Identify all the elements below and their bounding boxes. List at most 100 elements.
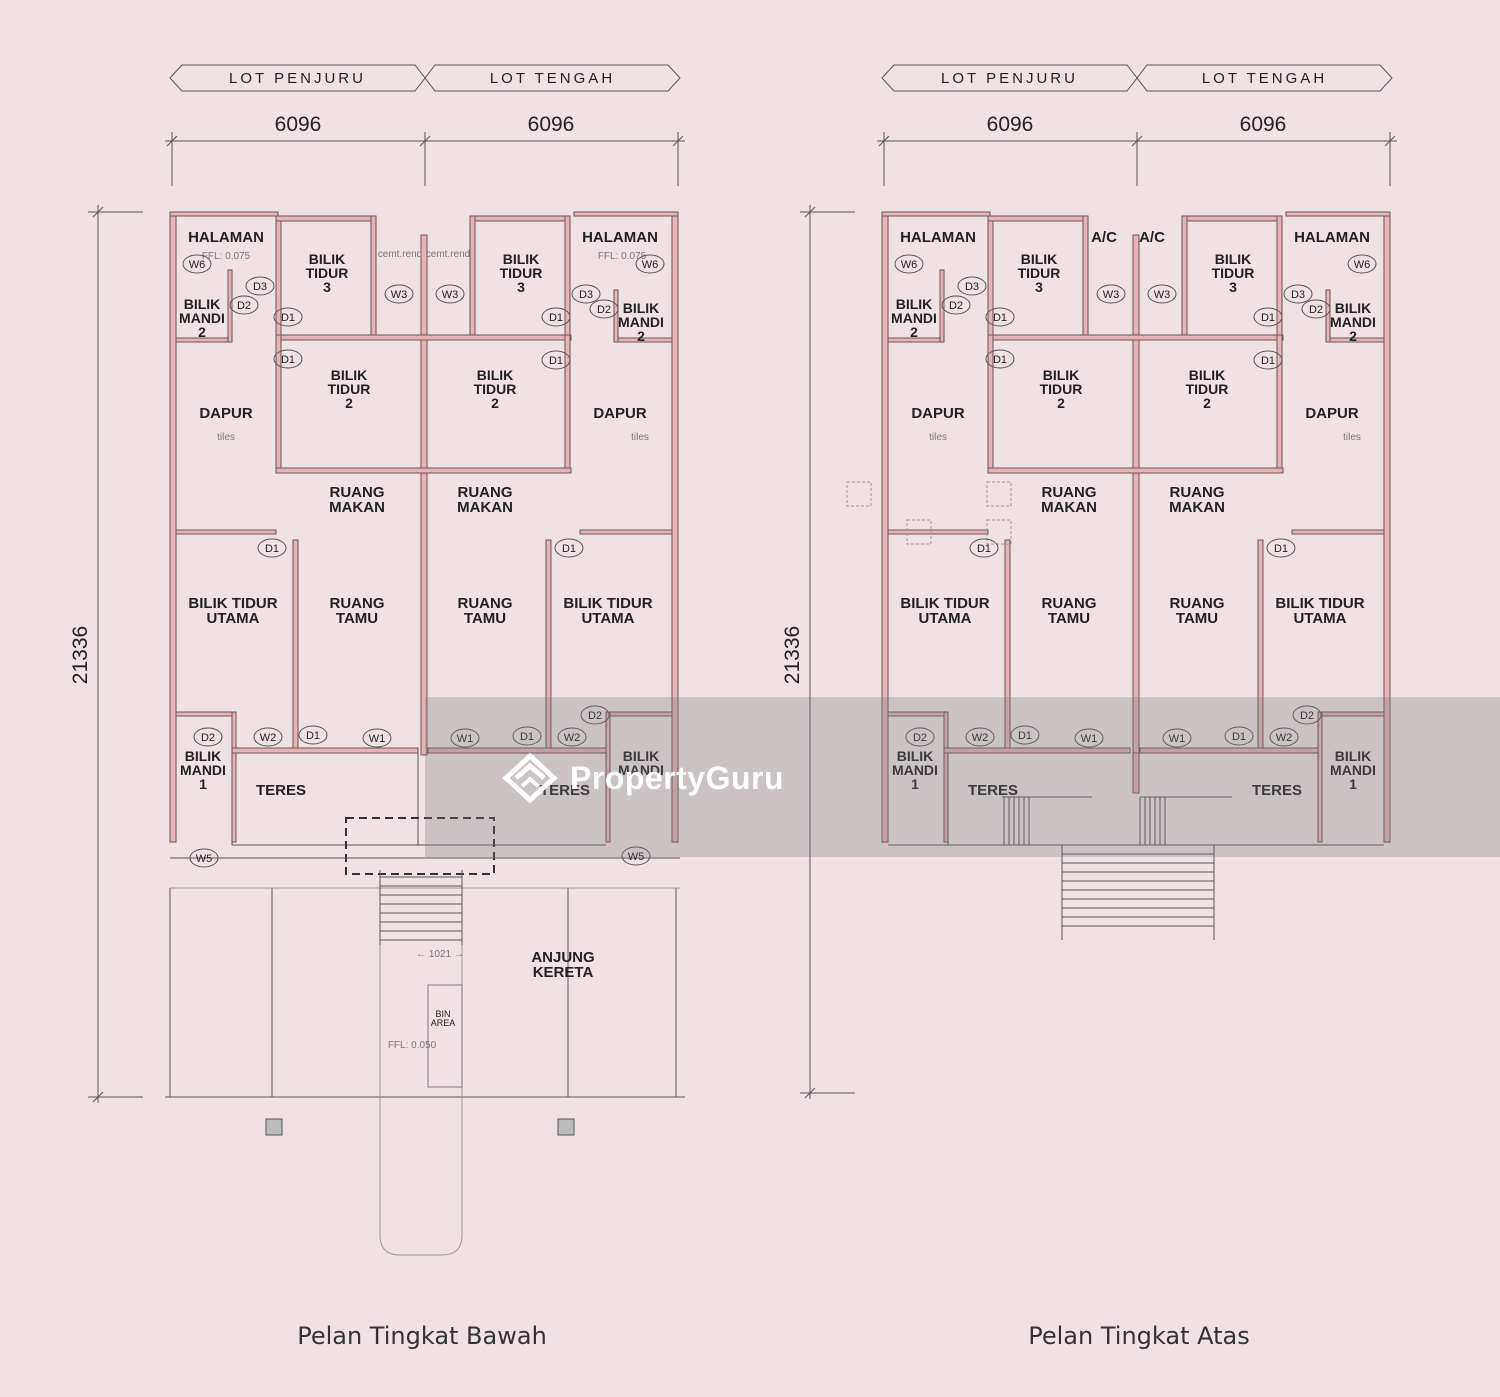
ground-tag-d1-bt3-r-outline xyxy=(541,307,571,327)
ground-wall-bm2r-left xyxy=(613,289,619,343)
upper-tag-d3-l-text: D3 xyxy=(965,281,979,293)
ground-tag-w6-l-text: W6 xyxy=(189,259,206,271)
upper-wall-front-right xyxy=(1139,747,1319,754)
upper-tag-d3-l: D3 xyxy=(957,276,987,296)
upper-tag-d1-tamu-l-text: D1 xyxy=(1018,730,1032,742)
ground-wall-bt3l-top xyxy=(275,215,377,222)
ground-tag-d1-tamu-l: D1 xyxy=(298,725,328,745)
ground-tag-w2-l-outline xyxy=(253,727,283,747)
upper-tag-w3-l-outline xyxy=(1096,284,1126,304)
ground-tag-d1-bt3-l-text: D1 xyxy=(281,312,295,324)
upper-tag-d2-bm2-r: D2 xyxy=(1301,299,1331,319)
ground-wall-bt2-bottom xyxy=(275,467,572,474)
ground-tag-w3-l: W3 xyxy=(384,284,414,304)
ground-tag-d1-utama-l-outline xyxy=(257,538,287,558)
ground-tag-w1-l: W1 xyxy=(362,728,392,748)
ground-wall-utama-l-right xyxy=(292,539,299,751)
upper-tag-w6-r-outline xyxy=(1347,254,1377,274)
ground-tag-w1-r-text: W1 xyxy=(457,733,474,745)
upper-tag-d3-r-outline xyxy=(1283,284,1313,304)
ground-wall-utama-r-top xyxy=(579,529,673,535)
ground-tag-w2-l: W2 xyxy=(253,727,283,747)
ground-tag-cemt-l: cemt.rend xyxy=(378,249,422,260)
upper-tag-w3-l-text: W3 xyxy=(1103,289,1120,301)
ground-room-teres-l: TERES xyxy=(256,782,306,799)
upper-tag-d2-bm2-l-outline xyxy=(941,295,971,315)
upper-tag-w6-l-outline xyxy=(894,254,924,274)
upper-wall-bm2r-left xyxy=(1325,289,1331,343)
upper-tag-w1-r: W1 xyxy=(1162,728,1192,748)
upper-tag-d1-bt3-r: D1 xyxy=(1253,307,1283,327)
upper-wall-bt2-bottom xyxy=(987,467,1284,474)
upper-room-ac-r: A/C xyxy=(1139,229,1165,246)
ground-tag-w5-l-text: W5 xyxy=(196,853,213,865)
upper-tag-d1-bt2-r: D1 xyxy=(1253,350,1283,370)
ground-tag-cemt-r: cemt.rend xyxy=(426,249,470,260)
ground-tag-d1-tamu-r: D1 xyxy=(512,726,542,746)
ground-width-right: 6096 xyxy=(528,113,575,136)
house-logo-icon xyxy=(502,752,558,804)
upper-width-right: 6096 xyxy=(1240,113,1287,136)
ground-tag-d2-bm2-l-text: D2 xyxy=(237,300,251,312)
upper-wall-party xyxy=(1132,234,1140,756)
upper-tag-d2-bm2-r-outline xyxy=(1301,299,1331,319)
ground-room-teres-r: TERES xyxy=(540,782,590,799)
ground-post-marker-right xyxy=(557,1118,575,1136)
upper-tag-w1-l-text: W1 xyxy=(1081,733,1098,745)
ground-tag-tiles-l: tiles xyxy=(217,432,235,443)
upper-tag-d1-utama-l: D1 xyxy=(969,538,999,558)
watermark-band xyxy=(425,697,1500,857)
ground-depth-slash-bottom xyxy=(92,1091,104,1103)
ground-tag-w6-l-outline xyxy=(182,254,212,274)
upper-lot-banner-right-arrow xyxy=(1136,64,1393,92)
ground-tag-d3-r: D3 xyxy=(571,284,601,304)
ground-wall-bt3r-left xyxy=(469,215,476,339)
upper-tag-d3-l-outline xyxy=(957,276,987,296)
upper-tag-d1-bt3-l-outline xyxy=(985,307,1015,327)
ground-wall-bt2-top xyxy=(275,334,572,341)
upper-wall-bt3l-right xyxy=(1082,215,1089,339)
ground-tag-w6-r-outline xyxy=(635,254,665,274)
upper-room-halaman-r: HALAMAN xyxy=(1294,229,1370,246)
upper-tag-d2-bm1-l-text: D2 xyxy=(913,732,927,744)
ground-driveway xyxy=(379,945,463,1256)
ground-tag-w5-r: W5 xyxy=(621,846,651,866)
upper-tag-d1-bt2-l-text: D1 xyxy=(993,354,1007,366)
ground-tag-d2-bm2-l: D2 xyxy=(229,295,259,315)
ground-tag-d2-bm1-l: D2 xyxy=(193,727,223,747)
ground-tag-d1-bt2-l: D1 xyxy=(273,349,303,369)
upper-tag-w1-l: W1 xyxy=(1074,728,1104,748)
upper-width-slash-2 xyxy=(1384,135,1396,147)
ground-tag-d1-bt3-l: D1 xyxy=(273,307,303,327)
ground-tag-d2-bm2-r-outline xyxy=(589,299,619,319)
upper-tag-w1-l-outline xyxy=(1074,728,1104,748)
upper-tag-tiles-l: tiles xyxy=(929,432,947,443)
ground-tag-dim-1021: ← 1021 → xyxy=(416,949,464,960)
ground-wall-left-outer xyxy=(169,211,177,843)
ground-tag-w5-r-text: W5 xyxy=(628,851,645,863)
ground-wall-front-left xyxy=(231,747,419,754)
upper-wall-front-left xyxy=(943,747,1131,754)
ground-tag-d1-utama-l-text: D1 xyxy=(265,543,279,555)
upper-depth-slash-bottom xyxy=(804,1087,816,1099)
ground-tag-w2-r-outline xyxy=(557,727,587,747)
upper-tag-d1-bt3-r-outline xyxy=(1253,307,1283,327)
upper-wall-bt2-top xyxy=(987,334,1284,341)
ground-tag-w5-l-outline xyxy=(189,848,219,868)
ground-bin-area-box xyxy=(427,984,463,1088)
ground-tag-d1-bt2-r-text: D1 xyxy=(549,355,563,367)
upper-tag-w2-r-text: W2 xyxy=(1276,732,1293,744)
upper-tag-d2-bm1-r-outline xyxy=(1292,705,1322,725)
upper-tag-d1-bt2-l: D1 xyxy=(985,349,1015,369)
upper-wall-bt3l-top xyxy=(987,215,1089,222)
